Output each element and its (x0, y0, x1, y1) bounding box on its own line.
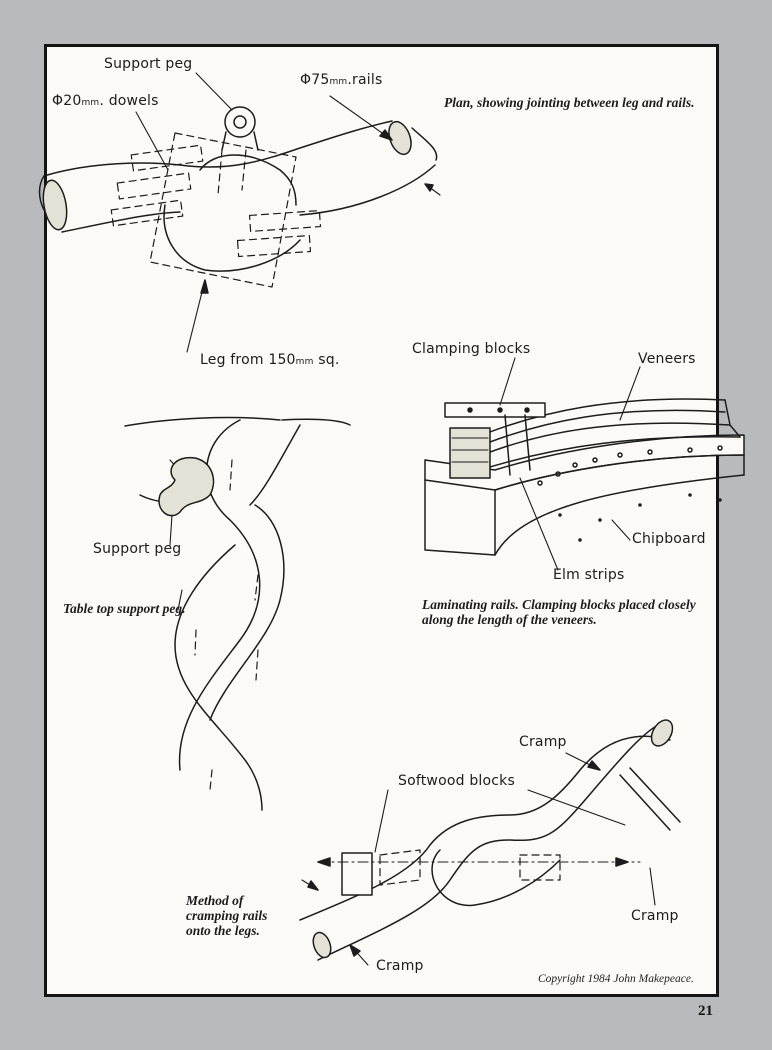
caption-laminating: Laminating rails. Clamping blocks placed… (422, 597, 696, 627)
caption-plan: Plan, showing jointing between leg and r… (444, 95, 695, 110)
label-leg: Leg from 150mm sq. (200, 352, 339, 368)
diameter-symbol: Φ (300, 72, 312, 88)
rails-unit: mm (329, 77, 348, 87)
illustration-panel (44, 44, 719, 997)
label-elm-strips: Elm strips (553, 567, 625, 583)
rails-size: 75 (311, 72, 330, 88)
label-softwood-blocks: Softwood blocks (398, 773, 515, 789)
diameter-symbol: Φ (52, 93, 64, 109)
cramping-drawing (299, 719, 681, 966)
label-cramp-top: Cramp (519, 734, 567, 750)
page-number: 21 (698, 1003, 713, 1019)
leg-text-b: sq. (313, 352, 340, 368)
caption-table-top: Table top support peg. (63, 601, 186, 616)
label-clamping-blocks: Clamping blocks (412, 341, 531, 357)
label-veneers: Veneers (638, 351, 696, 367)
dowels-unit: mm (81, 98, 100, 108)
label-cramp-right: Cramp (631, 908, 679, 924)
label-support-peg-top: Support peg (104, 56, 193, 72)
leg-unit: mm (295, 357, 314, 367)
support-peg-drawing (124, 416, 351, 811)
copyright-notice: Copyright 1984 John Makepeace. (538, 973, 694, 985)
plan-view-drawing (38, 72, 441, 353)
label-chipboard: Chipboard (632, 531, 706, 547)
rails-text: .rails (347, 72, 383, 88)
label-rails: Φ75mm.rails (300, 72, 382, 88)
label-cramp-bottom: Cramp (376, 958, 424, 974)
label-dowels: Φ20mm. dowels (52, 93, 159, 109)
laminating-drawing (424, 357, 745, 571)
caption-method: Method of cramping rails onto the legs. (186, 893, 268, 938)
leg-text-a: Leg from 150 (200, 352, 296, 368)
dowels-size: 20 (63, 93, 82, 109)
dowels-text: . dowels (99, 93, 159, 109)
label-support-peg-mid: Support peg (93, 541, 182, 557)
